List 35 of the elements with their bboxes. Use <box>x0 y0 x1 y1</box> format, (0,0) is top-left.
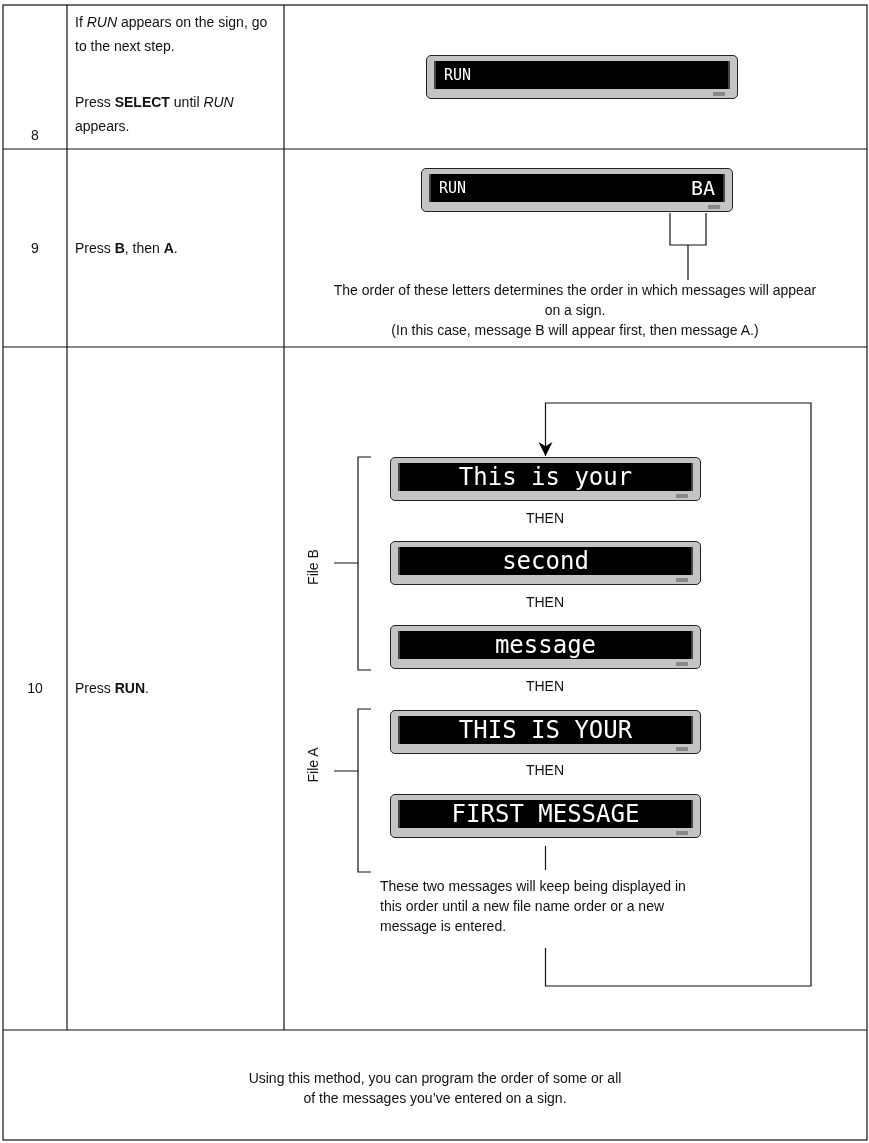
summary-text: Using this method, you can program the order of some or all of the messages you’ve entered on a sign. <box>247 1069 623 1108</box>
led-sign <box>390 541 701 585</box>
sign-text: BA <box>690 176 715 200</box>
sign-text: RUN <box>439 179 467 197</box>
file-label: File A <box>304 746 322 785</box>
sign-text: This is your <box>458 463 633 491</box>
arrow <box>538 402 812 987</box>
file-label: File B <box>304 548 322 587</box>
sign-text: second <box>502 547 589 575</box>
instruction-text: Press B, then A. <box>75 239 179 258</box>
led-sign <box>390 794 701 838</box>
sign-text: THIS IS YOUR <box>458 716 633 744</box>
leader-line <box>669 212 707 281</box>
instruction-text: If RUN appears on the sign, go to the next step. <box>75 13 269 56</box>
step-number: 10 <box>26 679 44 698</box>
sign-text: FIRST MESSAGE <box>451 800 640 828</box>
step-number: 9 <box>30 239 40 258</box>
led-sign <box>390 710 701 754</box>
leader-line <box>544 845 547 871</box>
led-sign <box>390 625 701 669</box>
led-sign <box>421 168 733 212</box>
note-text: These two messages will keep being displayed in this order until a new file name order or a new message is entered. <box>380 877 687 936</box>
note-text: (In this case, message B will appear first, then message A.) <box>390 321 760 340</box>
led-sign <box>390 457 701 501</box>
sequence-label: THEN <box>524 761 566 780</box>
sequence-label: THEN <box>524 677 566 696</box>
led-sign <box>426 55 738 99</box>
sequence-label: THEN <box>524 593 566 612</box>
sequence-label: THEN <box>524 509 566 528</box>
note-text: The order of these letters determines the order in which messages will appear on a sign. <box>332 281 818 320</box>
instruction-text: Press RUN. <box>75 679 150 698</box>
instruction-text: Press SELECT until RUN appears. <box>75 93 235 136</box>
sign-text: message <box>494 631 597 659</box>
step-number: 8 <box>30 126 40 145</box>
sign-text: RUN <box>444 66 472 84</box>
